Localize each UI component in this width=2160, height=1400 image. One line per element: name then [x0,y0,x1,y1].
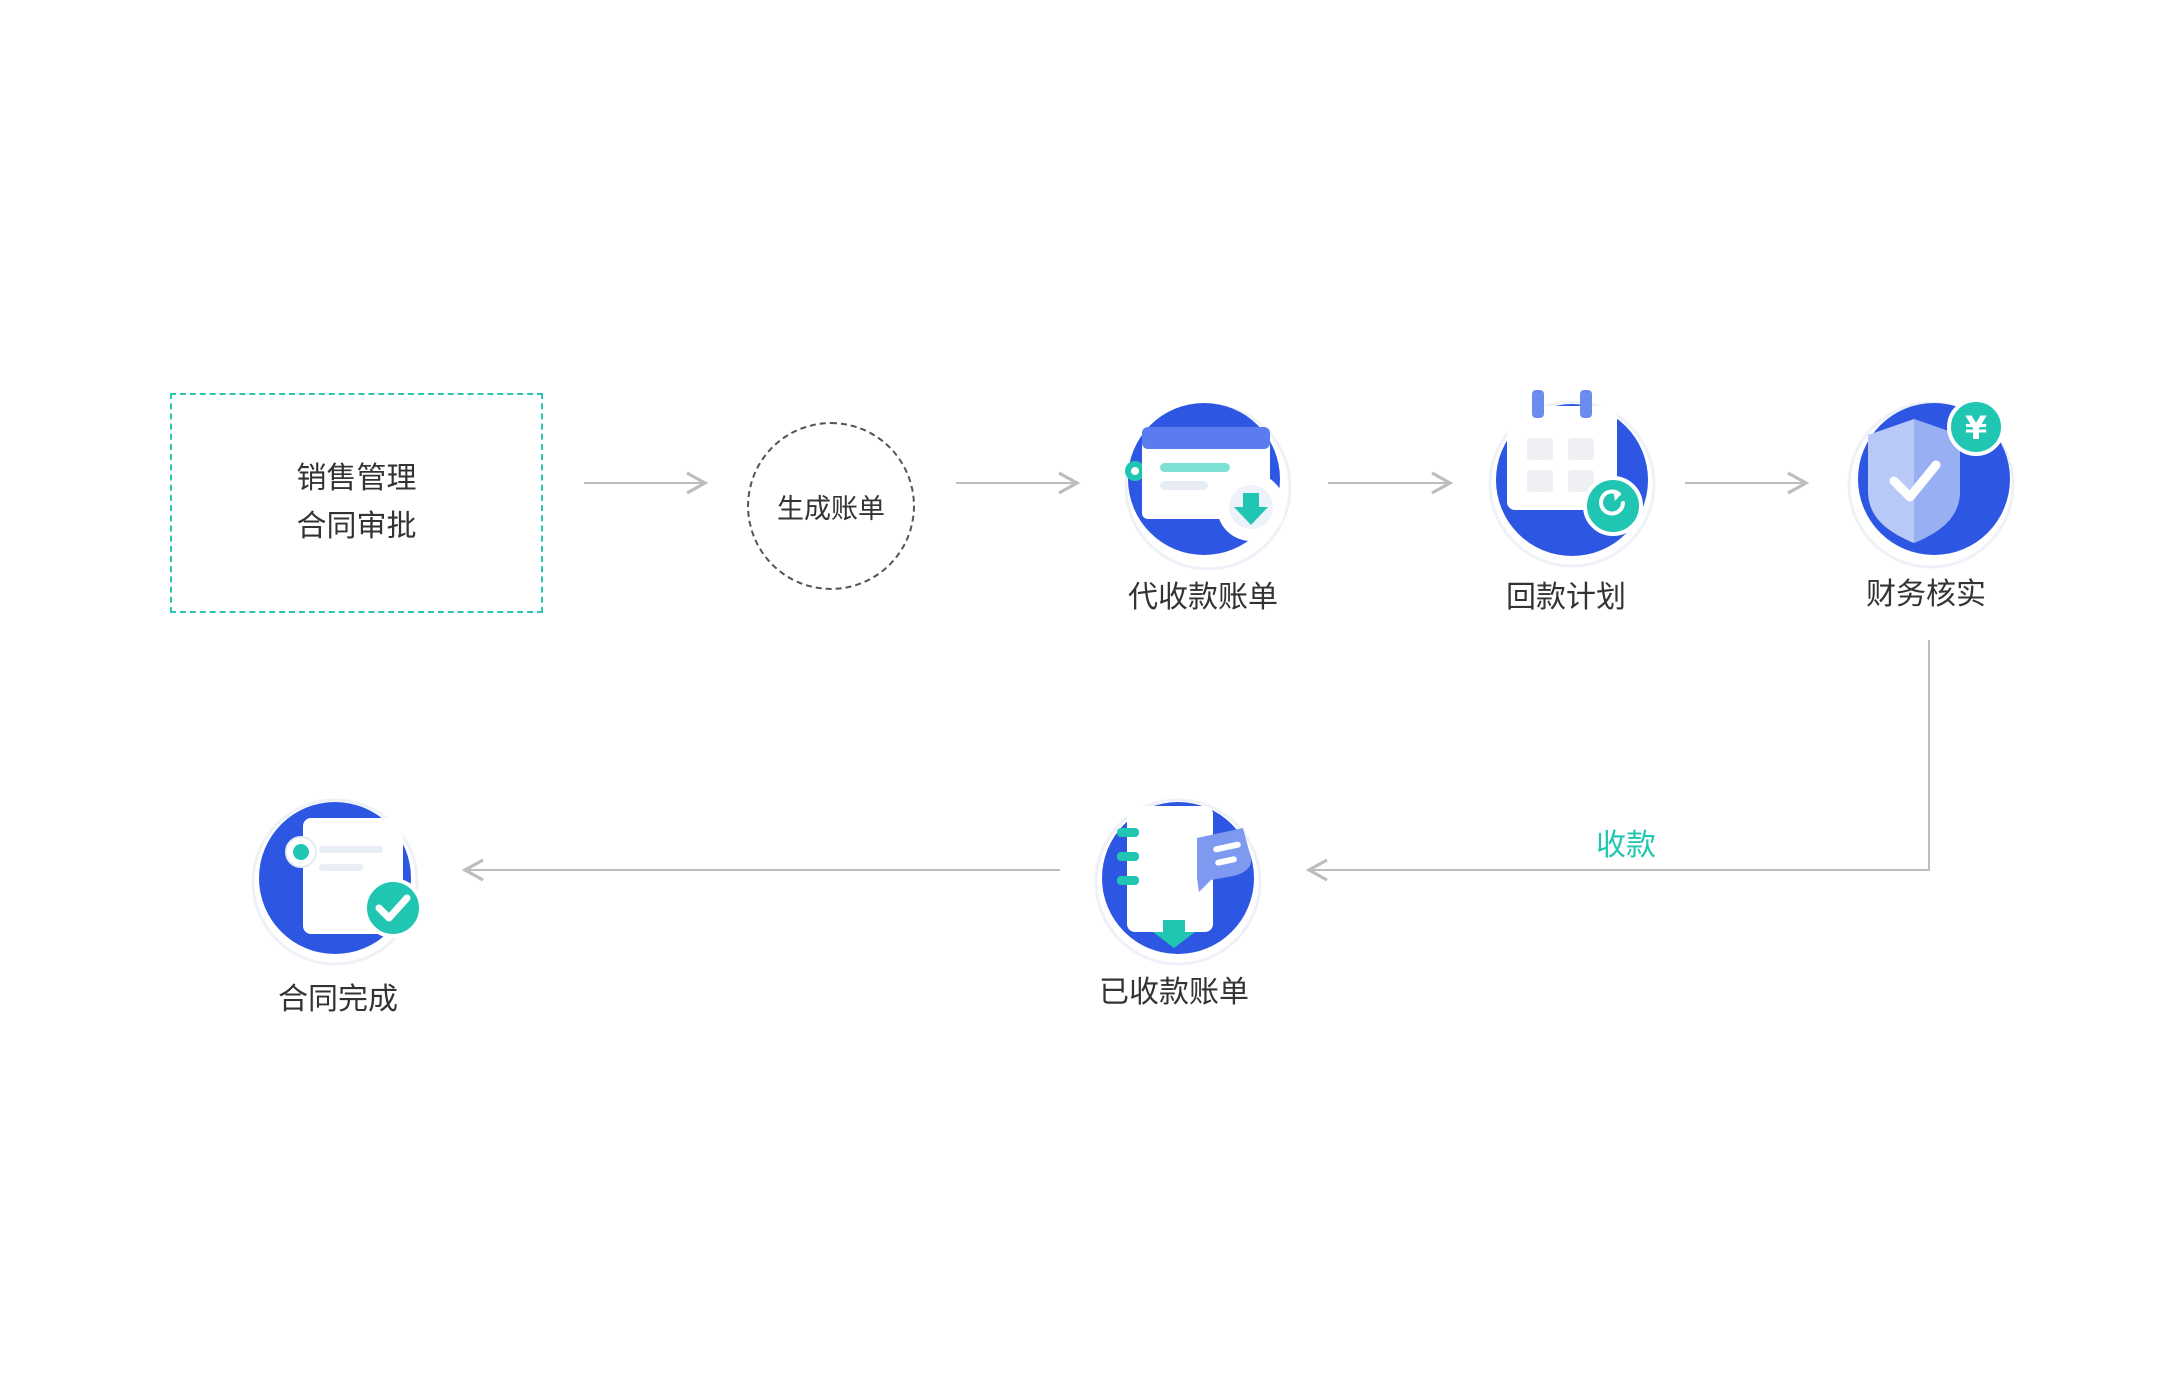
contract-done-label: 合同完成 [278,982,398,1017]
pending-bill-icon [1124,403,1292,571]
collect-edge-label: 收款 [1596,828,1656,863]
arrow-verify-to-received [1305,640,1930,882]
start-line-contract: 合同审批 [296,509,417,544]
finance-verify-label: 财务核实 [1866,577,1986,612]
received-bill-label: 已收款账单 [1099,975,1249,1010]
generate-bill-label: 生成账单 [777,493,885,525]
yuan-badge-text: ¥ [1965,409,1987,447]
payback-plan-icon [1488,390,1656,568]
received-bill-icon [1094,798,1262,966]
start-line-sales: 销售管理 [296,461,417,496]
start-box-sales-contract: 销售管理 合同审批 [170,393,543,613]
contract-done-icon [251,798,423,966]
pending-bill-label: 代收款账单 [1128,580,1278,615]
finance-verify-icon: ¥ [1847,398,2015,569]
generate-bill-node: 生成账单 [747,422,915,590]
payback-plan-label: 回款计划 [1506,580,1626,615]
